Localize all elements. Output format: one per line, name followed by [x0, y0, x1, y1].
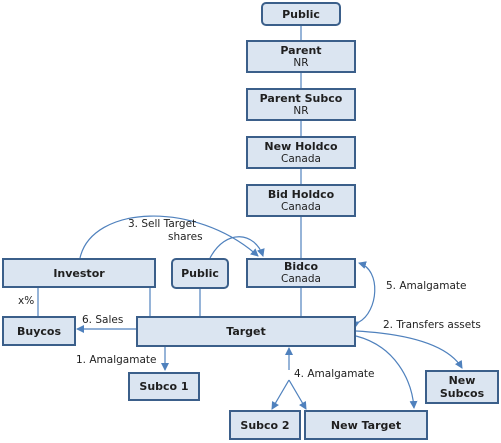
node-subtitle: NR — [293, 104, 309, 117]
label-transfers-assets: 2. Transfers assets — [383, 319, 481, 332]
node-title: Bid Holdco — [267, 187, 335, 201]
node-title: Target — [226, 325, 266, 338]
node-subtitle: Canada — [281, 152, 321, 165]
label-sales: 6. Sales — [82, 314, 123, 327]
node-title: Public — [282, 7, 320, 21]
node-subtitle: Canada — [281, 200, 321, 213]
node-title: New Holdco — [264, 139, 338, 153]
node-title: Buycos — [16, 324, 61, 338]
node-subco-1[interactable]: Subco 1 — [128, 372, 200, 401]
arrow-to-new-subcos — [355, 330, 463, 369]
node-title: Bidco — [283, 260, 319, 273]
node-public-top[interactable]: Public — [261, 2, 341, 26]
node-title-line2: Subcos — [439, 387, 485, 400]
node-title: Investor — [53, 266, 105, 280]
node-bidco[interactable]: Bidco Canada — [246, 258, 356, 288]
node-title: Public — [181, 267, 219, 280]
node-title: Parent Subco — [259, 91, 343, 105]
ownership-text: x% — [18, 295, 35, 307]
label-sell-target-shares-line2: shares — [168, 231, 203, 244]
step-text: Transfers assets — [396, 319, 481, 331]
arc-amalgamate-5 — [350, 261, 376, 329]
node-investor[interactable]: Investor — [2, 258, 156, 288]
arrow-to-subco2 — [271, 379, 290, 410]
node-title: Subco 1 — [139, 380, 189, 393]
step-text-2: shares — [168, 231, 203, 243]
node-buycos[interactable]: Buycos — [2, 316, 76, 346]
node-subtitle: Canada — [281, 273, 321, 285]
node-target[interactable]: Target — [136, 316, 356, 347]
step-text: Amalgamate — [307, 368, 375, 380]
step-number: 2. — [383, 319, 394, 331]
label-ownership-percent: x% — [18, 295, 34, 308]
step-number: 1. — [76, 354, 87, 366]
node-parent[interactable]: Parent NR — [246, 40, 356, 73]
step-number: 5. — [386, 280, 397, 292]
step-text: Sell Target — [141, 218, 197, 230]
step-number: 6. — [82, 314, 93, 326]
node-subco-2[interactable]: Subco 2 — [229, 410, 301, 440]
step-number: 4. — [294, 368, 305, 380]
label-amalgamate-4: 4. Amalgamate — [294, 368, 374, 381]
node-title: New Target — [330, 418, 402, 432]
node-subtitle: NR — [293, 56, 309, 69]
label-amalgamate-5: 5. Amalgamate — [386, 280, 466, 293]
label-sell-target-shares: 3. Sell Target — [128, 218, 196, 231]
step-text: Amalgamate — [399, 280, 467, 292]
node-bid-holdco[interactable]: Bid Holdco Canada — [246, 184, 356, 217]
node-new-subcos[interactable]: New Subcos — [425, 370, 499, 404]
node-title: Subco 2 — [240, 418, 290, 432]
node-new-target[interactable]: New Target — [304, 410, 428, 440]
step-text: Amalgamate — [89, 354, 157, 366]
arrow-to-new-target — [288, 379, 307, 410]
node-public-mid[interactable]: Public — [171, 258, 229, 289]
label-amalgamate-1: 1. Amalgamate — [76, 354, 156, 367]
node-new-holdco[interactable]: New Holdco Canada — [246, 136, 356, 169]
step-text: Sales — [95, 314, 124, 326]
node-title: Parent — [280, 43, 322, 57]
step-number: 3. — [128, 218, 139, 230]
node-parent-subco[interactable]: Parent Subco NR — [246, 88, 356, 121]
arc-public-bidco — [209, 236, 265, 259]
node-title: New — [448, 374, 476, 387]
